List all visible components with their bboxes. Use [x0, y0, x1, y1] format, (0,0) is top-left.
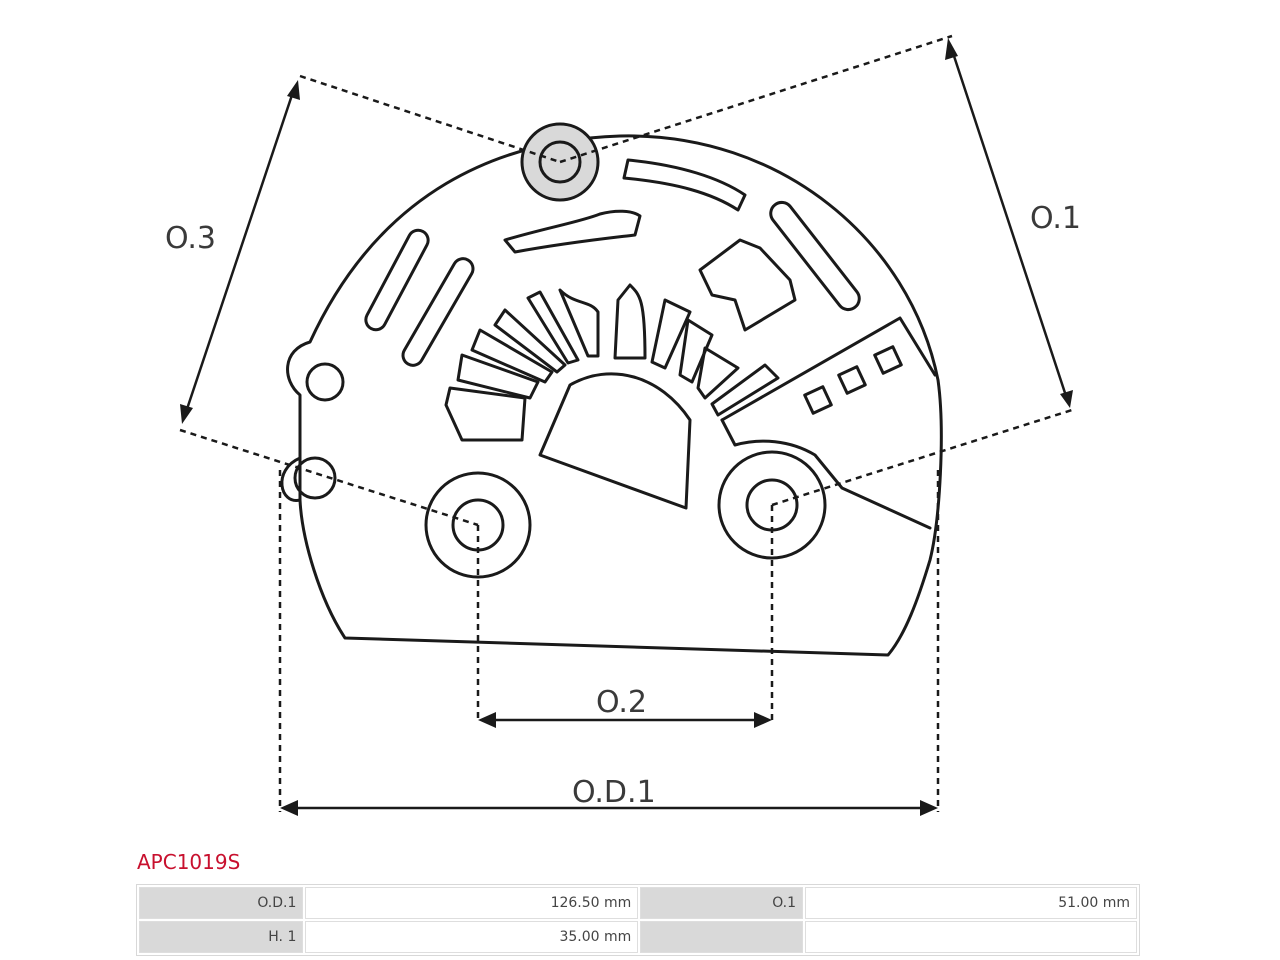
- fin-11: [710, 363, 780, 417]
- dim-o3-arrow-top: [287, 80, 300, 100]
- fin-5: [526, 290, 580, 365]
- fin-9: [678, 318, 714, 384]
- spec-table: O.D.1 126.50 mm O.1 51.00 mm H. 1 35.00 …: [136, 884, 1140, 956]
- label-o3: O.3: [165, 221, 216, 256]
- slot-curved: [503, 209, 642, 254]
- square-hole-1: [803, 385, 833, 415]
- spec-value: 51.00 mm: [805, 887, 1137, 919]
- dash-o1-bottom: [771, 408, 1073, 507]
- spec-label: O.D.1: [139, 887, 304, 919]
- spec-label: O.1: [640, 887, 803, 919]
- left-lug-hole-lower: [293, 456, 337, 500]
- dim-od1-arrow-right: [920, 800, 938, 816]
- left-boss-outer: [424, 471, 532, 579]
- right-section-lower: [720, 418, 932, 530]
- fin-1: [444, 386, 527, 442]
- dim-o3-line: [184, 91, 295, 413]
- left-lug-lower: [280, 456, 302, 502]
- slot-left-2: [401, 257, 475, 367]
- window-right: [698, 238, 797, 332]
- slot-left-1: [364, 228, 430, 332]
- spec-label: [640, 921, 803, 953]
- label-o1: O.1: [1030, 201, 1081, 236]
- dash-o1-top: [559, 34, 953, 164]
- fin-8: [650, 298, 692, 370]
- product-code: APC1019S: [137, 850, 241, 874]
- fin-7: [613, 283, 647, 360]
- table-row: O.D.1 126.50 mm O.1 51.00 mm: [139, 887, 1137, 919]
- dim-o2-arrow-right: [754, 712, 772, 728]
- top-mounting-hole: [538, 140, 582, 184]
- fin-6: [558, 288, 600, 358]
- dim-o2-arrow-left: [478, 712, 496, 728]
- table-row: H. 1 35.00 mm: [139, 921, 1137, 953]
- dim-o1-arrow-top: [945, 38, 958, 60]
- right-boss-outer: [717, 450, 827, 560]
- plate-outline: [286, 134, 943, 657]
- spec-label: H. 1: [139, 921, 304, 953]
- label-o2: O.2: [596, 685, 647, 720]
- fin-10: [696, 346, 740, 400]
- fin-2: [456, 353, 540, 400]
- slot-top-arc: [622, 158, 747, 212]
- dim-od1-arrow-left: [280, 800, 298, 816]
- square-hole-2: [837, 365, 867, 395]
- right-section-edge: [720, 316, 937, 422]
- square-hole-3: [873, 345, 903, 375]
- spec-value: 126.50 mm: [305, 887, 639, 919]
- central-window: [538, 372, 692, 510]
- dash-o3-bottom: [179, 428, 479, 527]
- fin-3: [470, 328, 554, 384]
- technical-drawing: O.3 O.1 O.2 O.D.1: [165, 34, 1081, 816]
- label-od1: O.D.1: [572, 775, 656, 810]
- spec-value: [805, 921, 1137, 953]
- dash-o3-top: [299, 74, 561, 164]
- spec-value: 35.00 mm: [305, 921, 639, 953]
- slot-right: [769, 200, 861, 312]
- dim-o1-arrow-bottom: [1060, 390, 1073, 408]
- dim-o1-line: [950, 49, 1068, 397]
- fin-4: [493, 308, 567, 374]
- dim-o3-arrow-bottom: [180, 404, 193, 424]
- left-lug-hole-upper: [305, 362, 345, 402]
